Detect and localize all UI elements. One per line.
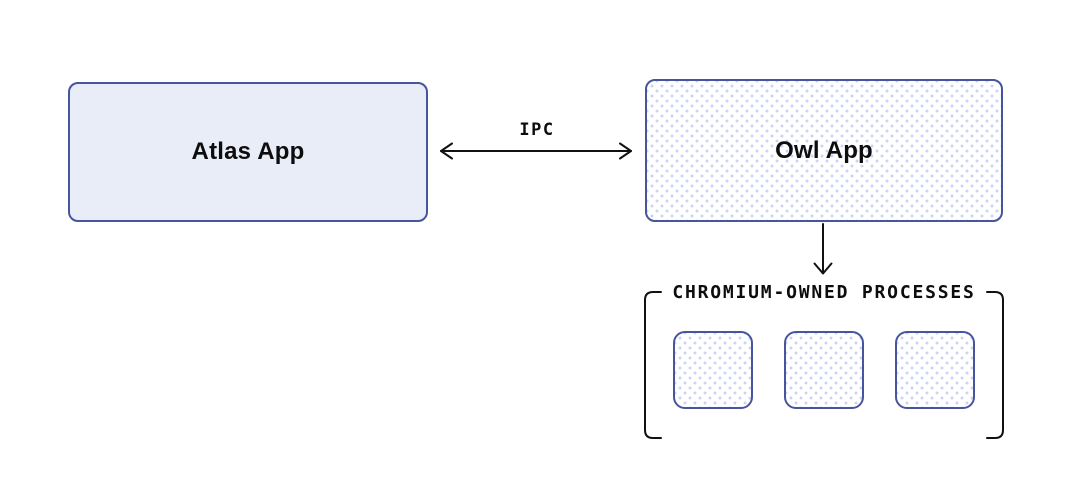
processes-group-title: CHROMIUM-OWNED PROCESSES [672,282,976,303]
process-row [673,331,975,409]
owl-app-box: Owl App [645,79,1003,222]
process-box [784,331,864,409]
atlas-app-label: Atlas App [191,138,305,165]
left-bracket [644,291,662,439]
atlas-app-box: Atlas App [68,82,428,222]
ipc-arrowhead-right [619,142,632,160]
ipc-arrowhead-left [440,142,453,160]
right-bracket [986,291,1004,439]
owl-app-label: Owl App [775,136,873,164]
process-box [895,331,975,409]
spawn-arrowhead [813,262,833,275]
ipc-label: IPC [519,120,555,140]
process-box [673,331,753,409]
